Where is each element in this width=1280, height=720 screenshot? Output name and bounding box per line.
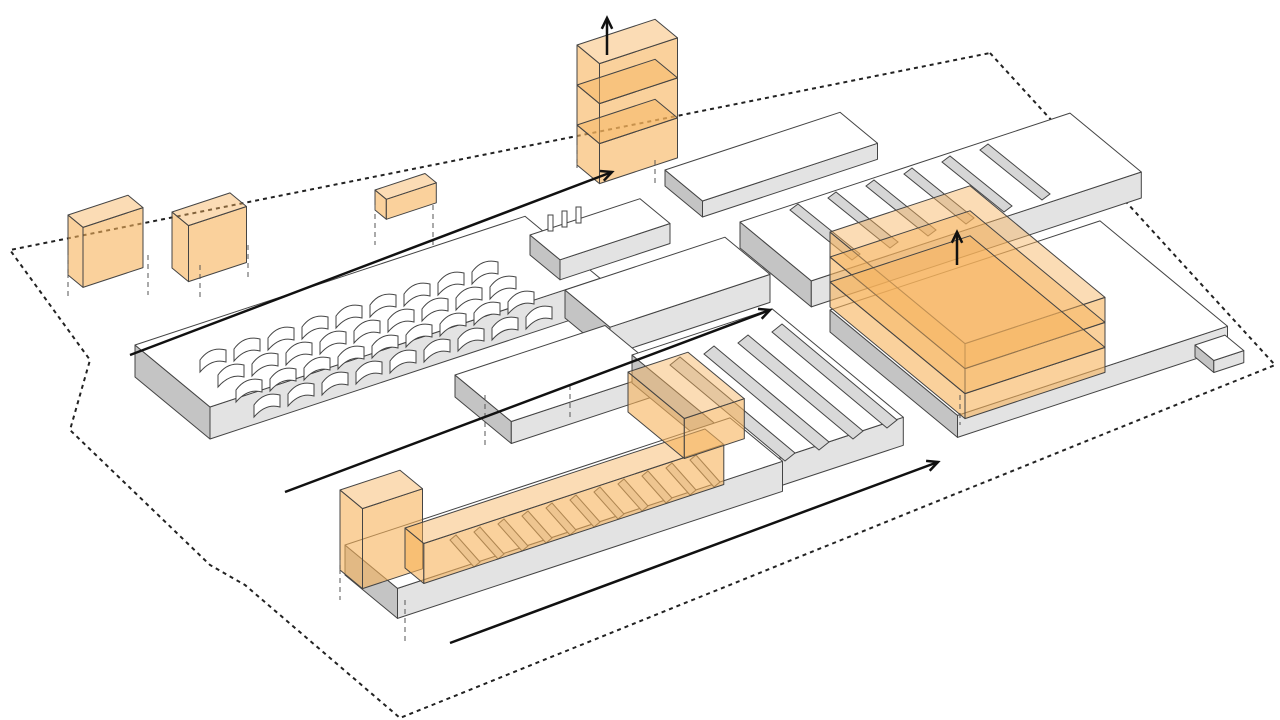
roof-ridge	[737, 334, 864, 440]
house-2-roof	[171, 192, 247, 227]
small-outbuilding-roof	[1194, 334, 1245, 361]
proposed-volume-level-2-roof	[829, 210, 1106, 370]
sawtooth-roof-element	[267, 326, 295, 352]
proposed-volume-level-2	[829, 210, 1106, 395]
proposed-corner-block	[627, 351, 745, 459]
roof-ridge	[827, 191, 899, 249]
circulation-arrow-middle-head-icon	[757, 307, 773, 320]
tower-level-1-roof	[576, 98, 678, 145]
sawtooth-roof-element	[437, 271, 465, 297]
sawtooth-roof-element	[389, 349, 417, 375]
tower-level-1	[576, 98, 678, 185]
proposed-volumes-layer	[67, 18, 1106, 645]
sawtooth-roof-element	[405, 323, 433, 349]
sawtooth-roof-element	[337, 345, 365, 371]
sawtooth-roof-element	[457, 327, 485, 353]
sawtooth-roof-element	[321, 371, 349, 397]
tower-level-3	[576, 18, 678, 105]
circulation-arrow-middle	[284, 307, 773, 494]
sawtooth-roof-element	[387, 308, 415, 334]
sawtooth-roof-element	[301, 315, 329, 341]
sawtooth-roof-element	[507, 290, 535, 316]
sawtooth-roof-element	[369, 293, 397, 319]
small-house	[374, 173, 437, 220]
chimney-building-roof	[529, 198, 671, 261]
roof-ridge	[771, 323, 898, 429]
sawtooth-roof-element	[269, 367, 297, 393]
proposed-long-bar	[404, 428, 725, 584]
roof-ridge	[865, 179, 937, 237]
sawtooth-roof-element	[253, 393, 281, 419]
circulation-arrow-middle-shaft	[284, 308, 771, 494]
sawtooth-roof-element	[319, 330, 347, 356]
sawtooth-roof-element	[423, 338, 451, 364]
height-increase-arrow-volume-head-icon	[950, 229, 964, 244]
chimney	[561, 210, 568, 228]
circulation-arrow-top-head-icon	[599, 169, 615, 182]
chimney-building	[529, 198, 671, 281]
sawtooth-roof-element	[235, 378, 263, 404]
tower-level-2-roof	[576, 58, 678, 105]
arrows-layer	[129, 15, 964, 645]
sawtooth-roof-element	[455, 286, 483, 312]
roof-ridge	[941, 155, 1013, 213]
sawtooth-roof-element	[335, 304, 363, 330]
sawtooth-roof-element	[525, 305, 553, 331]
chimney	[575, 206, 582, 224]
tower-level-3-roof	[576, 18, 678, 65]
house-1-roof	[67, 194, 144, 228]
sawtooth-roof-element	[303, 356, 331, 382]
sawtooth-roof-element	[251, 352, 279, 378]
sawtooth-roof-element	[421, 297, 449, 323]
sawtooth-roof-element	[491, 316, 519, 342]
sawtooth-roof-element	[473, 301, 501, 327]
height-increase-arrow-volume	[950, 229, 964, 265]
site-boundary	[8, 52, 1277, 720]
small-house-roof	[374, 173, 437, 200]
roof-ridge	[979, 143, 1051, 201]
roof-ridge	[703, 345, 830, 451]
sawtooth-roof-element	[371, 334, 399, 360]
proposed-volume-level-1	[829, 235, 1106, 420]
sawtooth-roof-element	[233, 337, 261, 363]
house-1	[67, 194, 144, 288]
height-increase-arrow-tower	[600, 15, 614, 55]
house-2	[171, 192, 247, 283]
sawtooth-roof-element	[287, 382, 315, 408]
proposed-end-block-roof	[339, 469, 423, 510]
circulation-arrow-bottom-head-icon	[925, 459, 941, 472]
chimney	[547, 214, 554, 232]
height-increase-arrow-tower-head-icon	[600, 15, 614, 30]
circulation-arrow-top-shaft	[129, 170, 613, 357]
sawtooth-roof-element	[355, 360, 383, 386]
tower-level-2	[576, 58, 678, 145]
circulation-arrow-top	[129, 169, 615, 357]
sawtooth-roof-element	[489, 275, 517, 301]
proposed-corner-block-roof	[627, 351, 745, 419]
circulation-arrow-bottom-shaft	[449, 460, 939, 645]
sawtooth-roof-element	[403, 282, 431, 308]
sawtooth-roof-element	[285, 341, 313, 367]
sawtooth-roof-element	[217, 363, 245, 389]
central-block-roof	[564, 236, 771, 328]
proposed-volume-level-1-roof	[829, 235, 1106, 395]
back-flat-building	[664, 111, 878, 218]
proposed-volume-level-3-roof	[829, 185, 1106, 345]
circulation-arrow-bottom	[449, 459, 941, 645]
sawtooth-roof-element	[199, 348, 227, 374]
sawtooth-roof-element	[353, 319, 381, 345]
back-flat-building-roof	[664, 111, 878, 202]
sawtooth-roof-element	[471, 260, 499, 286]
small-outbuilding	[1194, 334, 1245, 373]
sawtooth-roof-element	[439, 312, 467, 338]
